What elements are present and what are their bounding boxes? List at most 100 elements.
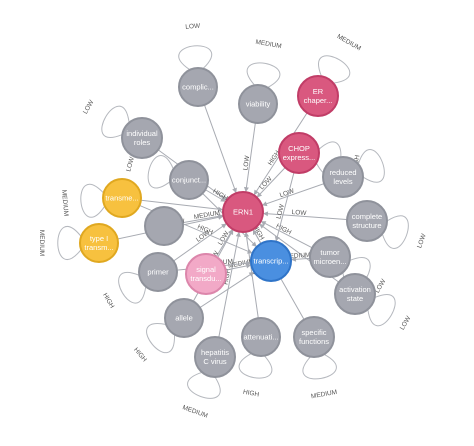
- node-circle[interactable]: [250, 240, 292, 282]
- node-label: individual: [126, 129, 158, 138]
- self-loop-complic[interactable]: [178, 45, 212, 71]
- node-circle[interactable]: [346, 200, 388, 242]
- node-circle[interactable]: [79, 223, 119, 263]
- node-label: hepatitis: [201, 348, 229, 357]
- self-loop-label: HIGH: [242, 389, 260, 399]
- node-tumor[interactable]: tumormicroen...: [309, 236, 351, 278]
- edge-label: LOW: [242, 154, 251, 170]
- self-loop-viability[interactable]: [246, 62, 281, 88]
- node-circle[interactable]: [334, 273, 376, 315]
- self-loop-label: MEDIUM: [181, 404, 208, 420]
- node-label: signal: [196, 265, 216, 274]
- node-hub[interactable]: [144, 206, 184, 246]
- node-type1[interactable]: type Itransm...: [79, 223, 119, 263]
- node-label: allele: [175, 314, 193, 323]
- node-circle[interactable]: [102, 178, 142, 218]
- edge-hepatitis-ern1[interactable]: [214, 211, 244, 358]
- node-label: conjunct...: [172, 176, 206, 185]
- node-circle[interactable]: [278, 132, 320, 174]
- node-label: specific: [301, 328, 326, 337]
- node-circle[interactable]: [309, 236, 351, 278]
- node-transme1[interactable]: transme...: [102, 178, 142, 218]
- node-circle[interactable]: [178, 67, 218, 107]
- node-circle[interactable]: [169, 160, 209, 200]
- self-loop-hepatitis[interactable]: [187, 371, 221, 399]
- self-loop-type1[interactable]: [57, 226, 82, 260]
- node-er_chaper[interactable]: ERchaper...: [297, 75, 339, 117]
- node-viability[interactable]: viability: [238, 84, 278, 124]
- edge-transme1-transcrip[interactable]: [121, 197, 272, 262]
- self-loop-label: MEDIUM: [336, 33, 362, 52]
- node-circle[interactable]: [238, 84, 278, 124]
- node-circle[interactable]: [194, 336, 236, 378]
- self-loop-allele[interactable]: [146, 323, 176, 354]
- node-circle[interactable]: [297, 75, 339, 117]
- node-circle[interactable]: [121, 117, 163, 159]
- self-loop-conjunct[interactable]: [147, 155, 174, 189]
- node-allele[interactable]: allele: [164, 298, 204, 338]
- node-circle[interactable]: [293, 316, 335, 358]
- self-loop-label: LOW: [185, 23, 201, 31]
- node-label: state: [347, 294, 363, 303]
- node-label: chaper...: [304, 96, 333, 105]
- node-chop[interactable]: CHOPexpress...: [278, 132, 320, 174]
- self-loop-specific_functions[interactable]: [302, 353, 337, 380]
- node-circle[interactable]: [185, 253, 227, 295]
- node-label: transdu...: [190, 274, 221, 283]
- self-loop-label: MEDIUM: [38, 230, 45, 256]
- node-circle[interactable]: [222, 191, 264, 233]
- node-label: roles: [134, 138, 151, 147]
- self-loop-label: LOW: [82, 98, 96, 115]
- node-attenuati[interactable]: attenuati...: [241, 317, 281, 357]
- self-loop-reduced_levels[interactable]: [357, 149, 385, 183]
- node-label: viability: [246, 100, 271, 109]
- self-loop-attenuati[interactable]: [238, 353, 273, 379]
- node-label: attenuati...: [243, 333, 278, 342]
- self-loop-primer[interactable]: [118, 272, 147, 304]
- self-loop-label: HIGH: [132, 346, 148, 363]
- node-label: complic...: [182, 83, 214, 92]
- node-complic[interactable]: complic...: [178, 67, 218, 107]
- node-signal[interactable]: signaltransdu...: [185, 253, 227, 295]
- node-label: ER: [313, 87, 324, 96]
- node-ern1[interactable]: ERN1: [222, 191, 264, 233]
- edge-activation_state-ern1[interactable]: [242, 211, 356, 295]
- self-loop-transme1[interactable]: [80, 184, 106, 218]
- self-loop-activation_state[interactable]: [367, 294, 396, 327]
- self-loop-complete_structure[interactable]: [381, 215, 409, 249]
- node-label: levels: [333, 177, 352, 186]
- node-circle[interactable]: [138, 252, 178, 292]
- node-circle[interactable]: [322, 156, 364, 198]
- self-loop-label: MEDIUM: [60, 190, 69, 217]
- self-loop-label: HIGH: [101, 292, 115, 310]
- edge-label: LOW: [275, 203, 286, 220]
- node-label: tumor: [320, 248, 340, 257]
- node-conjunct[interactable]: conjunct...: [169, 160, 209, 200]
- self-loop-er_chaper[interactable]: [318, 55, 351, 84]
- node-label: complete: [352, 212, 382, 221]
- node-transcrip[interactable]: transcrip...: [250, 240, 292, 282]
- self-loop-label: MEDIUM: [255, 39, 282, 50]
- edge-label: LOW: [291, 209, 307, 217]
- node-label: functions: [299, 337, 329, 346]
- edge-complic-ern1[interactable]: [197, 86, 244, 213]
- node-circle[interactable]: [164, 298, 204, 338]
- node-label: structure: [352, 221, 381, 230]
- node-circle[interactable]: [241, 317, 281, 357]
- self-loop-individual_roles[interactable]: [101, 105, 130, 138]
- node-circle[interactable]: [144, 206, 184, 246]
- edge-label: MEDIUM: [193, 210, 220, 221]
- node-label: primer: [147, 268, 169, 277]
- node-primer[interactable]: primer: [138, 252, 178, 292]
- node-label: ERN1: [233, 208, 253, 217]
- edge-label: LOW: [258, 175, 274, 191]
- edge-label: HIGH: [222, 268, 232, 286]
